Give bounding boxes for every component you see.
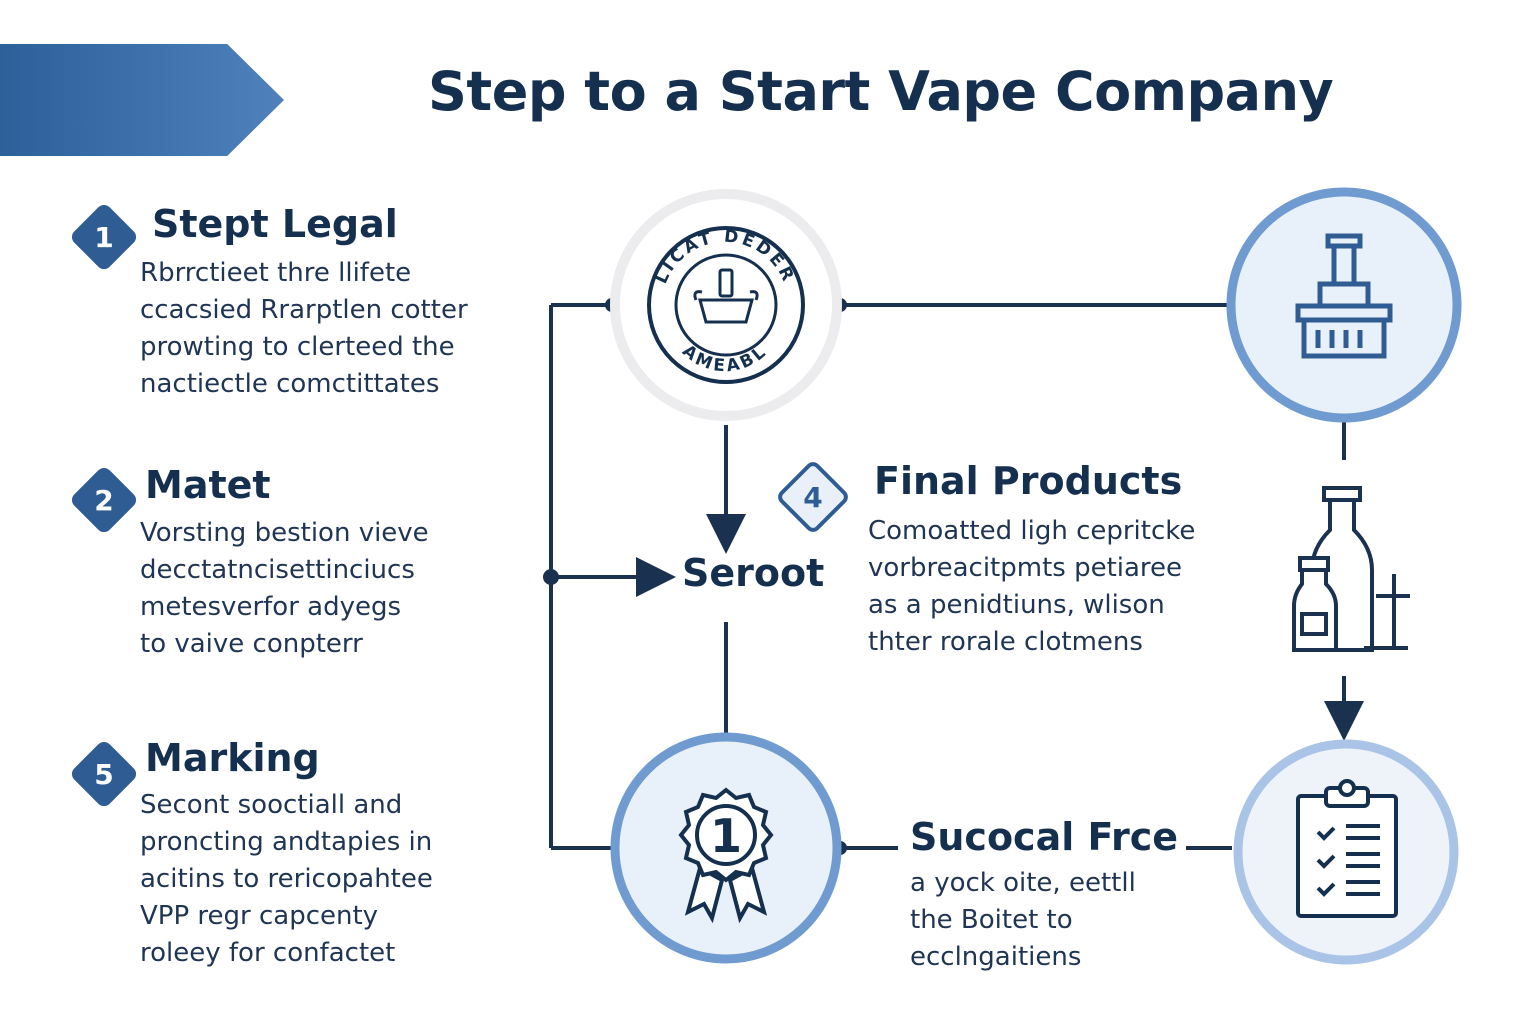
final-products-title: Final Products [874,459,1183,503]
step-1-description: Rbrrctieet thre llifete ccacsied Rrarptl… [140,258,468,399]
step-2-description: Vorsting bestion vieve decctatncisettinc… [140,518,429,659]
seal-node: LICAT DEDER AMEABL [610,189,842,421]
seal-stamp-icon [647,226,805,384]
bottom-node-label: Sucocal Frce [910,815,1179,859]
bottles-icon [1292,486,1410,652]
clipboard-checklist-icon [1296,779,1398,918]
step-5-title: Marking [145,736,320,780]
factory-node [1226,187,1462,423]
step-1-title: Stept Legal [152,202,398,246]
header-banner-arrow [0,44,284,156]
clipboard-node [1233,739,1459,965]
factory-icon [1295,233,1393,359]
seal-device-icon [693,268,759,324]
award-node: 1 [610,732,842,964]
award-ribbon-icon [678,787,774,924]
final-products-description: Comoatted ligh cepritcke vorbreacitpmts … [868,516,1196,657]
step-2-title: Matet [145,463,271,507]
center-node-label: Seroot [682,551,825,595]
dot-left-middle [543,569,559,585]
step-5-description: Secont sooctiall and proncting andtapies… [140,790,433,968]
bottom-node-description: a yock oite, eettll the Boitet to ecclng… [910,868,1136,972]
award-number: 1 [710,809,742,863]
page-title: Step to a Start Vape Company [428,60,1334,123]
seal-inner-ring [674,253,778,357]
